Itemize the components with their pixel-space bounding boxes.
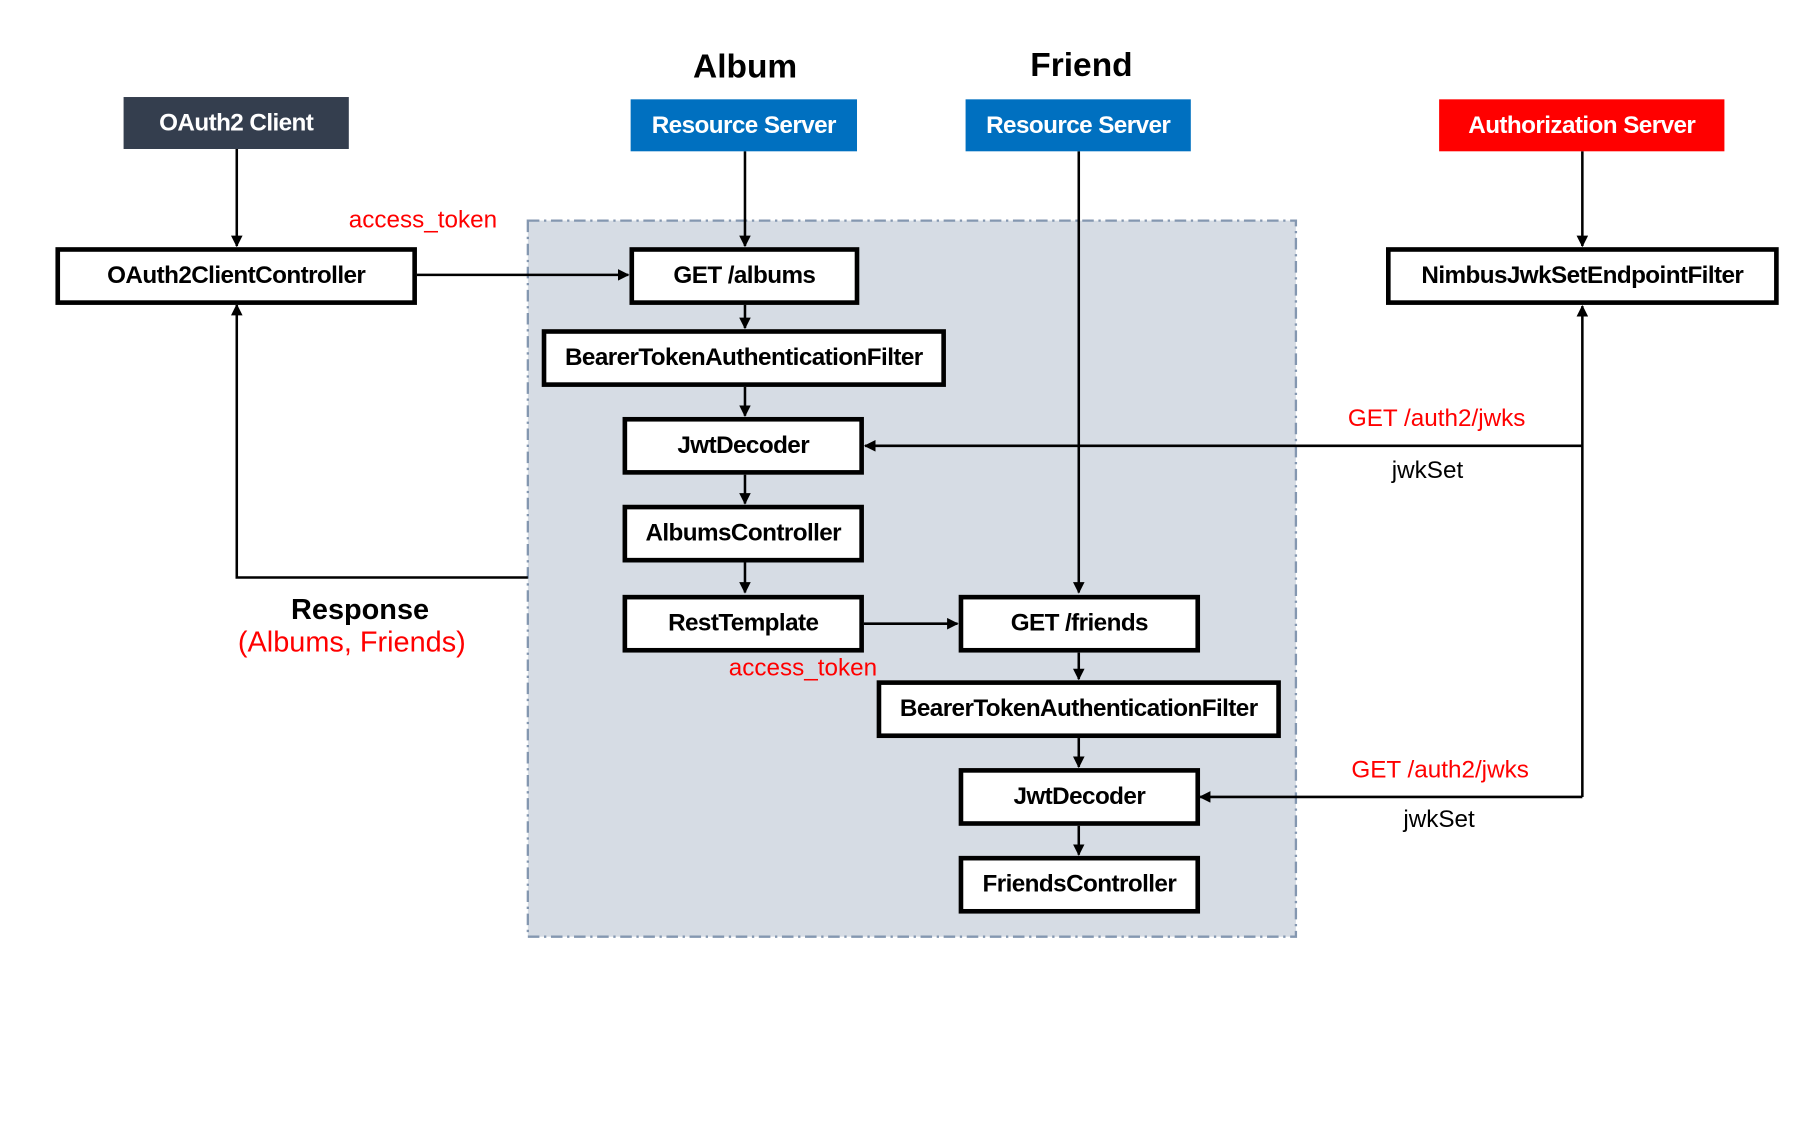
access-token-label-2: access_token: [728, 654, 878, 682]
friends-controller-box: FriendsController: [958, 855, 1201, 914]
rest-template-box: RestTemplate: [622, 594, 864, 653]
jwkset-response-label-1: jwkSet: [1391, 457, 1464, 484]
response-label: Response: [291, 593, 430, 627]
friend-resource-server-header: Resource Server: [965, 99, 1191, 152]
oauth2-client-header: OAuth2 Client: [123, 97, 349, 149]
response-detail-label: (Albums, Friends): [237, 626, 466, 659]
album-resource-server-header: Resource Server: [630, 99, 858, 152]
jwks-request-label-1: GET /auth2/jwks: [1347, 405, 1526, 432]
nimbus-jwk-set-filter-box: NimbusJwkSetEndpointFilter: [1386, 247, 1779, 305]
friend-bearer-filter-box: BearerTokenAuthenticationFilter: [876, 680, 1281, 739]
album-title: Album: [693, 48, 798, 86]
friend-jwt-decoder-box: JwtDecoder: [958, 768, 1201, 826]
resource-server-group: [526, 219, 1298, 938]
albums-controller-box: AlbumsController: [622, 504, 864, 563]
get-albums-box: GET /albums: [629, 247, 860, 305]
access-token-label-1: access_token: [348, 206, 498, 234]
get-friends-box: GET /friends: [958, 594, 1201, 653]
album-jwt-decoder-box: JwtDecoder: [622, 416, 864, 475]
jwks-request-label-2: GET /auth2/jwks: [1351, 756, 1529, 784]
authorization-server-header: Authorization Server: [1439, 99, 1725, 152]
oauth2-client-controller-box: OAuth2ClientController: [55, 247, 417, 305]
jwkset-response-label-2: jwkSet: [1403, 806, 1475, 833]
connector-response-to-client: [230, 303, 528, 579]
friend-title: Friend: [1030, 47, 1133, 85]
album-bearer-filter-box: BearerTokenAuthenticationFilter: [541, 329, 946, 387]
